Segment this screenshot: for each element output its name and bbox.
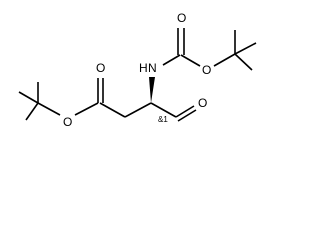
aldehyde-group (175, 105, 197, 122)
bond-cho-double-1 (175, 105, 195, 118)
bond-right-tbu-methyl-bottom (234, 53, 253, 71)
atom-label-o-boc-single: O (202, 63, 211, 77)
bond-n-to-boc-carbonyl (162, 54, 181, 66)
atom-label-o-ester-carbonyl: O (96, 61, 105, 75)
bond-o-to-carbonyl-c (74, 102, 99, 116)
atom-label-o-aldehyde: O (198, 96, 207, 110)
bond-right-tbu-methyl-right (234, 42, 257, 55)
boc-group (162, 28, 236, 67)
atom-label-o-ester-single: O (63, 115, 72, 129)
bond-carbonyl-to-ch2 (99, 102, 126, 118)
stereo-descriptor-label: &1 (158, 115, 168, 124)
left-tert-butyl (18, 82, 61, 121)
wedge-bond-to-n (149, 77, 155, 103)
bond-stereocenter-to-cho (150, 102, 177, 118)
ester-group (74, 78, 152, 118)
structure-diagram: O O H N O O O &1 (18, 11, 257, 129)
atom-label-o-boc-carbonyl: O (177, 11, 186, 25)
bond-boc-o-to-tbu (213, 53, 236, 67)
atom-label-n-amine: N (148, 61, 157, 75)
atom-label-h-amine: H (139, 61, 148, 75)
bond-left-tbu-to-o (37, 102, 61, 116)
bond-cho-double-2 (177, 109, 197, 122)
atom-labels: O O H N O O O &1 (63, 11, 211, 129)
right-tert-butyl (234, 30, 257, 71)
bond-boc-c-to-o (180, 54, 201, 67)
bond-left-tbu-methyl-left (18, 91, 39, 104)
bond-left-tbu-methyl-bottom (25, 102, 39, 121)
bond-ch2-to-stereocenter (124, 102, 152, 118)
stereocenter (149, 77, 177, 118)
